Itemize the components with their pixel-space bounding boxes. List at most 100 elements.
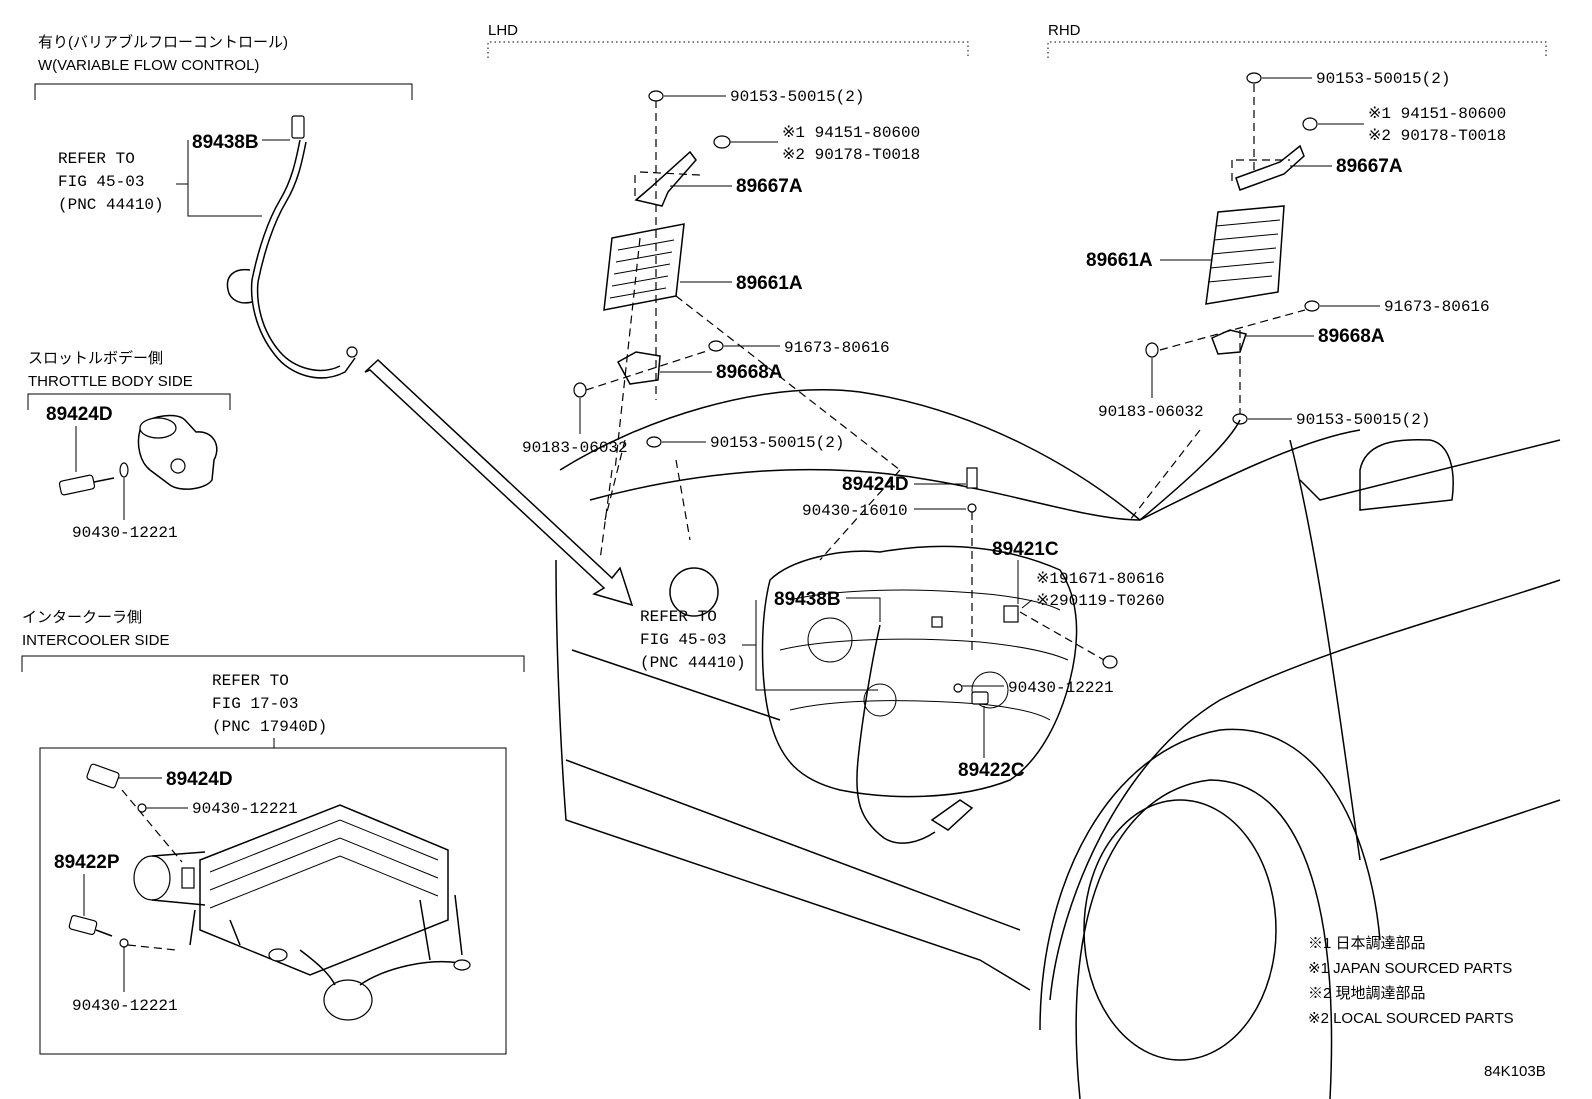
lhd-91673-label: 91673-80616 [784, 339, 890, 357]
rhd-89661A-label: 89661A [1086, 250, 1153, 271]
ic-90430-top-label: 90430-12221 [192, 800, 298, 818]
rocker-line [1379, 799, 1561, 861]
lhd-90153-bot-label: 90153-50015(2) [710, 434, 844, 452]
eng-89424D-label: 89424D [842, 474, 909, 495]
window-line [1299, 439, 1561, 501]
vfc-refer-l1: REFER TO [58, 150, 135, 168]
rhd-94151-label: ※1 94151-80600 [1368, 105, 1506, 123]
ic-refer-l2: FIG 17-03 [212, 695, 298, 713]
lhd-ecu-ribs [609, 239, 675, 299]
hood-crease [1139, 419, 1241, 521]
engine-refer-l2: FIG 45-03 [640, 631, 726, 649]
ic-sensor-89422P-tip [95, 929, 113, 937]
intercooler-mount-2 [268, 948, 288, 962]
intercooler-bracket [21, 655, 525, 672]
engine-pulley-3 [971, 671, 1009, 709]
eng-89438B-label: 89438B [774, 589, 841, 610]
eng-91671-leader [1021, 599, 1033, 609]
engine-vfc-hose [856, 624, 936, 844]
throttle-title-jp: スロットルボデー側 [28, 349, 163, 367]
rhd-ecu-assembly [1145, 72, 1320, 425]
rhd-bolt-bottom [1232, 413, 1248, 425]
rhd-bolt-top [1246, 72, 1262, 84]
rhd-bracket-89668A [1211, 329, 1247, 355]
engine-hose-bracket [930, 799, 974, 831]
eng-91671-label: ※191671-80616 [1036, 570, 1165, 588]
eng-90430-12221-label: 90430-12221 [1008, 679, 1114, 697]
rhd-90153-top-label: 90153-50015(2) [1316, 70, 1450, 88]
engine-assembly [761, 467, 1118, 844]
engine-bolt-path [1019, 611, 1105, 661]
rhd-bracket-89667A [1235, 144, 1305, 191]
engine-refer-l1: REFER TO [640, 608, 717, 626]
lhd-clip-90183 [573, 382, 587, 398]
lhd-bracket-89667A [634, 150, 697, 207]
vfc-89438B-label: 89438B [192, 132, 259, 153]
ic-sensor-89422P-path [127, 944, 177, 951]
intercooler-inlet-tube [151, 851, 206, 906]
section-variable-flow-header: 有り(バリアブルフローコントロール) W(VARIABLE FLOW CONTR… [34, 33, 413, 100]
lhd-bolt-bottom [646, 436, 662, 448]
engine-pulley-2 [863, 683, 897, 717]
ic-refer-l3: (PNC 17940D) [212, 718, 327, 736]
reference-arrow-shape [364, 358, 634, 607]
throttle-body-assembly [58, 414, 218, 496]
vfc-refer-l3: (PNC 44410) [58, 196, 164, 214]
lhd-bolt-91673 [708, 340, 724, 352]
legend-line-3: ※2 現地調達部品 [1308, 985, 1426, 1002]
throttle-body-boss [170, 458, 186, 474]
lhd-94151-label: ※1 94151-80600 [782, 124, 920, 142]
section-throttle-header: スロットルボデー側 THROTTLE BODY SIDE [27, 349, 231, 410]
engine-block [761, 545, 1078, 798]
lhd-90178-label: ※2 90178-T0018 [782, 146, 920, 164]
variable-flow-bracket [34, 83, 413, 100]
throttle-title-en: THROTTLE BODY SIDE [28, 373, 193, 390]
lhd-ecu-assembly [573, 90, 901, 541]
ic-oring-top [137, 803, 147, 813]
throttle-body [137, 414, 218, 490]
engine-sensor-89438B [931, 616, 943, 628]
side-mirror [1359, 438, 1454, 511]
intercooler-outlet [323, 979, 373, 1021]
vfc-hose-loop [226, 268, 253, 304]
rhd-90183-label: 90183-06032 [1098, 403, 1204, 421]
rhd-assembly-dashes [1231, 84, 1290, 420]
headlight [669, 567, 719, 617]
section-lhd-header: LHD [487, 22, 969, 58]
throttle-oring [119, 462, 129, 478]
front-wheel-inner [1083, 799, 1277, 1061]
engine-oring-16010 [967, 503, 977, 513]
lhd-89667A-label: 89667A [736, 176, 803, 197]
intercooler-box [39, 747, 507, 1055]
intercooler-bracket-legs [419, 894, 463, 961]
rhd-ecu-ribs [1207, 219, 1281, 283]
a-pillar [1289, 439, 1361, 861]
legend-line-4: ※2 LOCAL SOURCED PARTS [1308, 1010, 1514, 1027]
rhd-89667A-label: 89667A [1336, 156, 1403, 177]
eng-89421C-label: 89421C [992, 539, 1059, 560]
vehicle-outline [555, 389, 1561, 1099]
ecu-location-dashes [599, 429, 1201, 561]
rhd-91673-label: 91673-80616 [1384, 298, 1490, 316]
ic-refer-block: REFER TO FIG 17-03 (PNC 17940D) [212, 672, 327, 748]
front-fascia [555, 559, 1031, 991]
rhd-clip-90183 [1145, 342, 1159, 358]
vfc-refer-bracket [176, 140, 262, 217]
rhd-90178-label: ※2 90178-T0018 [1368, 127, 1506, 145]
rhd-90153-bot-label: 90153-50015(2) [1296, 411, 1430, 429]
engine-sensor-89424D [966, 467, 978, 489]
bumper-line [565, 759, 1021, 931]
vfc-refer-l2: FIG 45-03 [58, 173, 144, 191]
intercooler-title-jp: インタークーラ側 [22, 609, 142, 626]
engine-details [779, 589, 1069, 721]
lhd-90183-label: 90183-06032 [522, 439, 628, 457]
intercooler-title-en: INTERCOOLER SIDE [22, 632, 170, 649]
wheel-arch [1039, 728, 1381, 1031]
engine-sensor-89421C [1003, 605, 1019, 623]
lhd-assembly-dashes [634, 100, 701, 400]
ic-89422P-label: 89422P [54, 852, 120, 873]
legend-line-1: ※1 日本調達部品 [1308, 935, 1426, 952]
vfc-hose-assembly [226, 115, 358, 379]
front-wheel-tire [1075, 779, 1333, 1099]
